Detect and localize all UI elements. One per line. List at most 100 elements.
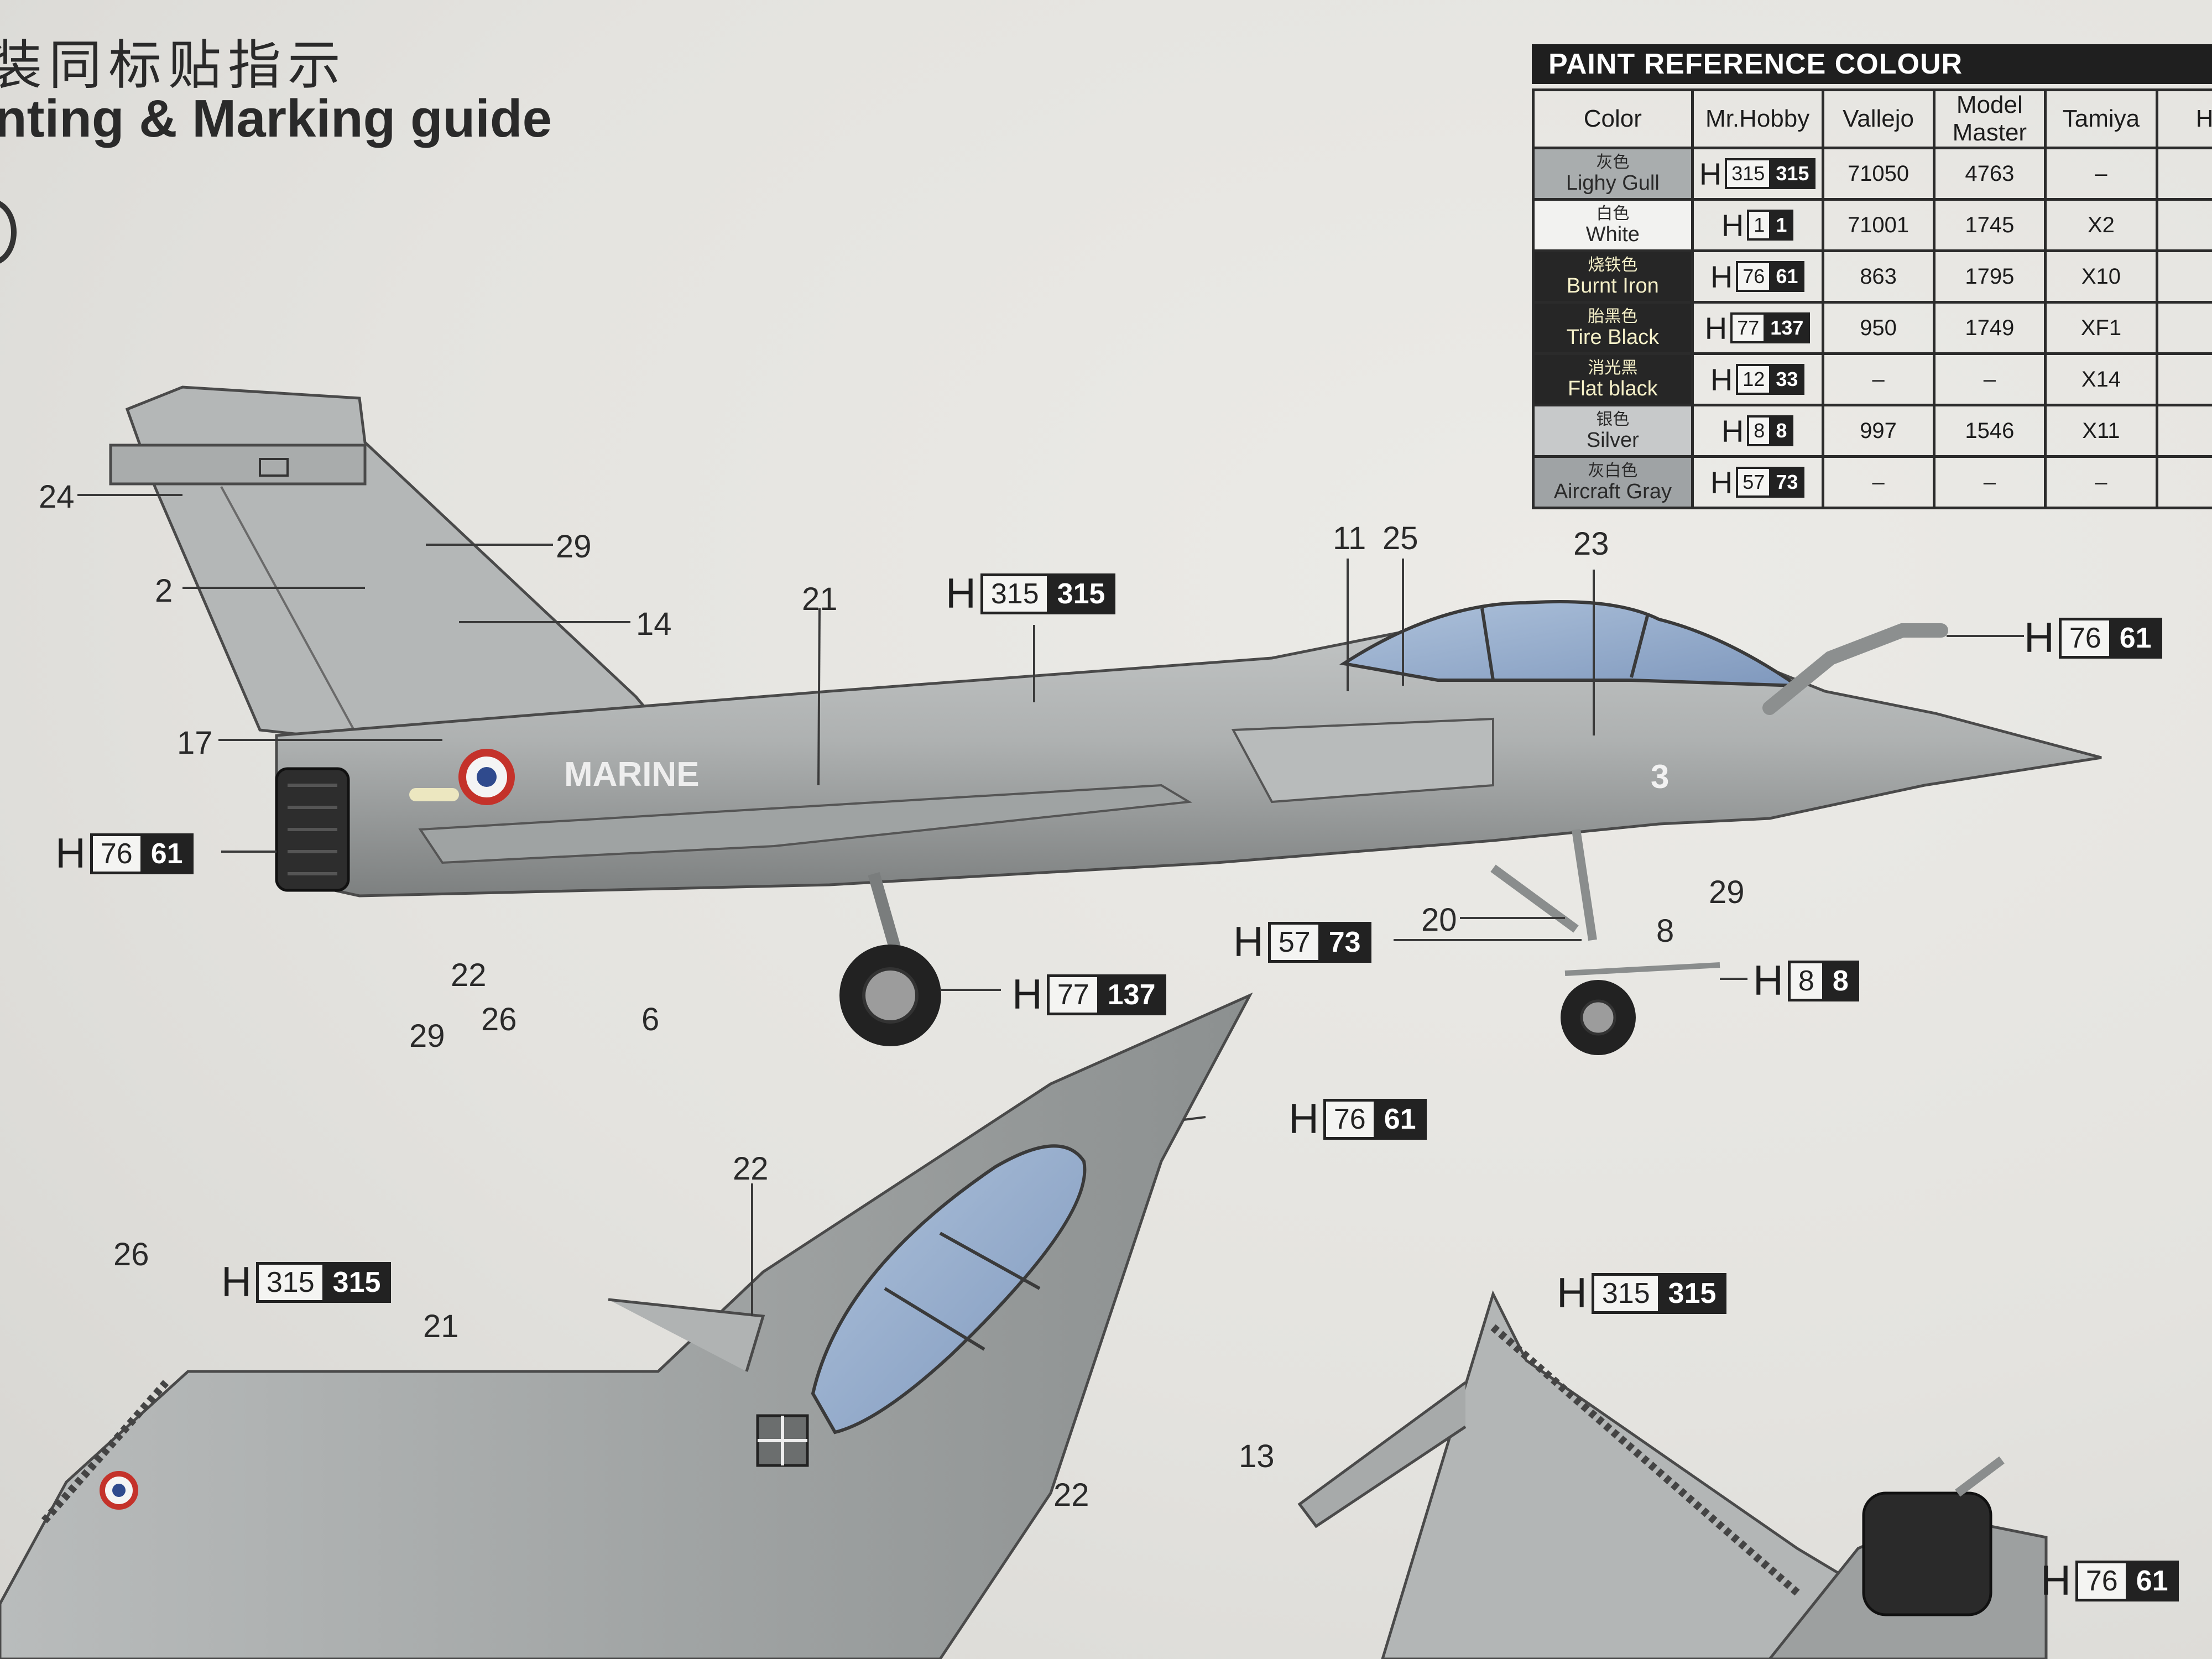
vallejo-code: 950 (1821, 301, 1936, 355)
tamiya-code: X14 (2044, 352, 2158, 406)
col-color: Color (1532, 88, 1694, 149)
decal-number: 14 (636, 606, 672, 642)
decal-number: 21 (802, 581, 838, 617)
decal-number: 21 (423, 1308, 459, 1344)
tamiya-code: XF1 (2044, 301, 2158, 355)
decal-number: 22 (451, 957, 487, 993)
decal-number: 25 (1383, 520, 1418, 556)
decal-number: 26 (481, 1001, 517, 1037)
canopy (1339, 600, 1803, 688)
col-vallejo: Vallejo (1821, 88, 1936, 149)
vallejo-code: 863 (1821, 249, 1936, 304)
decal-number: 22 (1053, 1477, 1089, 1513)
col-tamiya: Tamiya (2044, 88, 2158, 149)
tamiya-code: – (2044, 455, 2158, 509)
decal-number: 23 (1573, 526, 1609, 562)
top-canopy (811, 1144, 1087, 1434)
decal-number: 11 (1333, 520, 1366, 556)
tamiya-code: X10 (2044, 249, 2158, 304)
tamiya-code: – (2044, 147, 2158, 201)
model-master-code: – (1932, 352, 2047, 406)
col-mr-hobby: Mr.Hobby (1691, 88, 1824, 149)
vallejo-code: 997 (1821, 404, 1936, 458)
decal-number: 17 (177, 725, 213, 761)
vallejo-code: 71001 (1821, 198, 1936, 252)
col-model-master: Model Master (1932, 88, 2047, 149)
tamiya-code: X2 (2044, 198, 2158, 252)
hu-code (2155, 198, 2212, 252)
model-master-code: – (1932, 455, 2047, 509)
hu-code (2155, 249, 2212, 304)
hu-code (2155, 352, 2212, 406)
paint-table-grid: Color Mr.Hobby Vallejo Model Master Tami… (1532, 88, 2212, 509)
hu-code (2155, 455, 2212, 509)
heading-chinese: 装同标贴指示 (0, 34, 347, 96)
hu-code (2155, 404, 2212, 458)
top-view-aircraft (0, 992, 1253, 1659)
decal-number: 29 (409, 1018, 445, 1054)
side-number-marking: 3 (1651, 758, 1670, 795)
hu-code (2155, 301, 2212, 355)
decal-number: 24 (39, 479, 75, 515)
marine-marking: MARINE (564, 755, 700, 794)
paint-table-header-row: Color Mr.Hobby Vallejo Model Master Tami… (1532, 88, 2212, 149)
heading-english: nting & Marking guide (0, 89, 552, 148)
decal-number: 2 (155, 573, 173, 609)
model-master-code: 1745 (1932, 198, 2047, 252)
col-hu: Hu (2155, 88, 2212, 149)
paint-table-title: PAINT REFERENCE COLOUR (1532, 44, 2212, 84)
paint-reference-table: PAINT REFERENCE COLOUR Color Mr.Hobby Va… (1532, 44, 2212, 509)
decal-number: 22 (733, 1151, 769, 1187)
side-view-aircraft (109, 385, 2102, 1055)
vallejo-code: – (1821, 352, 1936, 406)
decal-number: 29 (556, 529, 592, 565)
detail-nozzle (1862, 1491, 1992, 1616)
vallejo-code: 71050 (1821, 147, 1936, 201)
decal-number: 20 (1421, 902, 1457, 938)
decal-number: 29 (1709, 874, 1745, 910)
model-master-code: 1546 (1932, 404, 2047, 458)
model-master-code: 1749 (1932, 301, 2047, 355)
tamiya-code: X11 (2044, 404, 2158, 458)
decal-number: 13 (1239, 1438, 1275, 1474)
model-master-code: 4763 (1932, 147, 2047, 201)
decal-number: 26 (113, 1237, 149, 1272)
wing (418, 784, 1193, 864)
decal-number: 8 (1656, 913, 1674, 949)
leader-lines (77, 494, 2024, 1316)
vallejo-code: – (1821, 455, 1936, 509)
hu-code (2155, 147, 2212, 201)
